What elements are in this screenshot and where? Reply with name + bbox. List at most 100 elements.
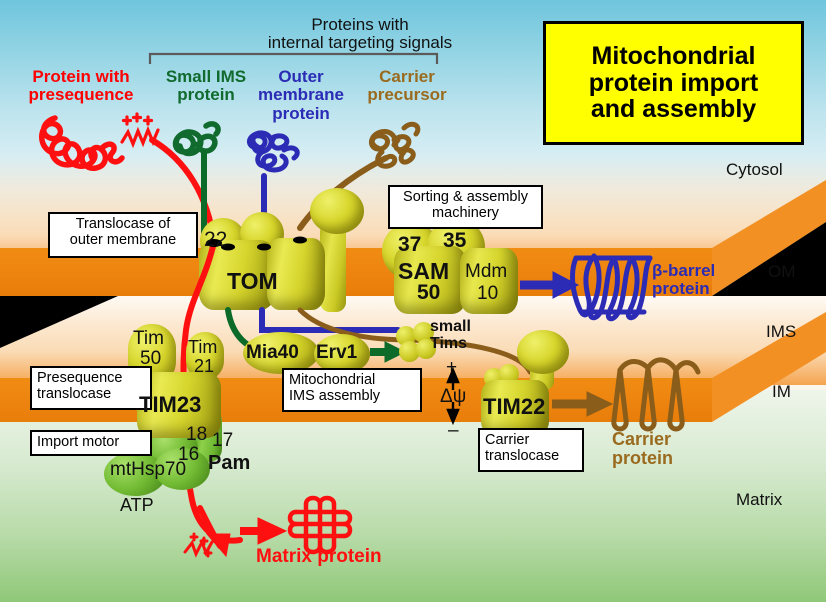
erv1-label: Erv1 — [316, 342, 358, 363]
pam-label-18: 18 — [186, 424, 208, 445]
mthsp70-lobe-right — [154, 448, 210, 490]
beta-barrel-line2: protein — [652, 279, 710, 299]
cargo-om-line3: protein — [272, 103, 330, 123]
cargo-presequence-line1: Protein with — [32, 67, 130, 86]
cargo-smallims-line1: Small IMS — [165, 67, 247, 86]
cargo-om-line2: membrane — [258, 85, 344, 105]
title-line1: Mitochondrial — [591, 41, 756, 70]
small-tim-bead-3 — [399, 341, 420, 362]
compartment-label-cytosol: Cytosol — [726, 160, 783, 179]
tim50-label-line1: Tim — [133, 328, 164, 349]
callout-tim22-line2: translocase — [485, 448, 560, 465]
callout-sam-line1: Sorting & assembly — [403, 189, 528, 205]
cargo-label-presequence: Protein with presequence — [8, 67, 154, 105]
callout-mia40: Mitochondrial IMS assembly — [282, 368, 422, 412]
sam-label-37: 37 — [398, 233, 422, 256]
title-line2: protein import — [588, 68, 759, 97]
compartment-label-om: OM — [768, 262, 796, 281]
mia40-subunit — [243, 332, 319, 374]
small-ims-protein-icon — [172, 121, 221, 157]
cargo-smallims-line2: protein — [177, 85, 235, 105]
beta-barrel-line1: β-barrel — [652, 261, 716, 280]
callout-tom: Translocase of outer membrane — [48, 212, 198, 258]
mdm10-label-line2: 10 — [477, 283, 499, 304]
cargo-label-outer-membrane: Outer membrane protein — [240, 67, 362, 123]
compartment-label-im: IM — [772, 382, 791, 401]
cargo-om-line1: Outer — [278, 67, 324, 86]
callout-import-motor-line1: Import motor — [37, 434, 120, 450]
membrane-potential-symbol: Δψ — [440, 386, 467, 407]
cleaved-presequence-icon — [183, 532, 214, 558]
callout-import-motor: Import motor — [30, 430, 152, 456]
cargo-label-carrier-precursor: Carrier precursor — [352, 67, 462, 105]
cargo-presequence-line2: presequence — [28, 85, 134, 105]
callout-tom-line1: Translocase of — [75, 216, 171, 232]
cargo-carrier-line2: precursor — [367, 85, 447, 105]
cargo-carrier-line1: Carrier — [379, 67, 435, 86]
sam-core-50 — [394, 246, 466, 314]
callout-sam: Sorting & assembly machinery — [388, 185, 543, 229]
pam-label-17: 17 — [212, 430, 234, 451]
tim22-label: TIM22 — [483, 394, 546, 419]
presequence-protein-icon — [39, 115, 125, 171]
carrier-precursor-icon — [369, 121, 421, 169]
bracket-label: Proteins with internal targeting signals — [200, 15, 520, 53]
carrier-protein-line1: Carrier — [612, 429, 672, 449]
tim22-channel — [481, 380, 549, 436]
tim23-label: TIM23 — [139, 392, 202, 417]
small-tims-line1: small — [430, 318, 471, 335]
small-tim-bead-2 — [413, 322, 434, 343]
compartment-label-matrix: Matrix — [736, 490, 783, 509]
mdm10-label-line1: Mdm — [465, 261, 508, 282]
mthsp70-label: mtHsp70 — [110, 459, 187, 480]
tim22-stalk-blob — [517, 330, 569, 374]
sam-label-50: 50 — [417, 281, 441, 304]
carrier-path-ims — [297, 307, 413, 343]
compartment-label-ims: IMS — [766, 322, 797, 341]
membrane-potential-minus: – — [448, 420, 459, 441]
mdm10-subunit — [460, 248, 518, 314]
callout-tim22: Carrier translocase — [478, 428, 584, 472]
tom-complex-label: TOM — [227, 268, 278, 294]
carrier-protein-label: Carrier protein — [612, 429, 722, 469]
callout-mia40-line2: IMS assembly — [289, 388, 381, 405]
small-tim-bead-4 — [416, 339, 436, 359]
om-protein-path-ims — [259, 307, 401, 333]
pam-label-16: 16 — [178, 444, 200, 465]
small-tims-label: small Tims — [430, 318, 510, 353]
tim21-label-line1: Tim — [188, 337, 218, 357]
tom-stalk-blob — [310, 188, 364, 234]
beta-barrel-label: β-barrel protein — [652, 261, 762, 299]
mia40-label: Mia40 — [246, 342, 299, 363]
tim50-label-line2: 50 — [140, 348, 162, 369]
title-line3: and assembly — [590, 95, 757, 124]
matrix-protein-icon — [287, 495, 353, 555]
tom-receptor-label-22: 22 — [204, 228, 228, 251]
callout-tim23-line2: translocase — [37, 386, 112, 403]
outer-membrane-protein-icon — [247, 130, 300, 173]
small-tims-line2: Tims — [430, 335, 468, 353]
callout-tim22-line1: Carrier — [485, 432, 530, 448]
callout-tim23: Presequence translocase — [30, 366, 152, 410]
callout-tim23-line1: Presequence — [37, 370, 123, 386]
bracket-label-line2: internal targeting signals — [267, 33, 453, 53]
callout-sam-line2: machinery — [432, 205, 499, 222]
tim21-label-line2: 21 — [194, 356, 215, 376]
matrix-protein-label: Matrix protein — [256, 546, 382, 567]
callout-tom-line2: outer membrane — [69, 232, 177, 249]
tim22-small-tim-bead-2 — [499, 364, 519, 384]
carrier-protein-line2: protein — [612, 448, 673, 469]
sam-label-35: 35 — [443, 229, 467, 252]
erv1-subunit — [314, 334, 370, 374]
sam-label-main: SAM — [398, 258, 450, 284]
cargo-label-small-ims: Small IMS protein — [146, 67, 266, 105]
